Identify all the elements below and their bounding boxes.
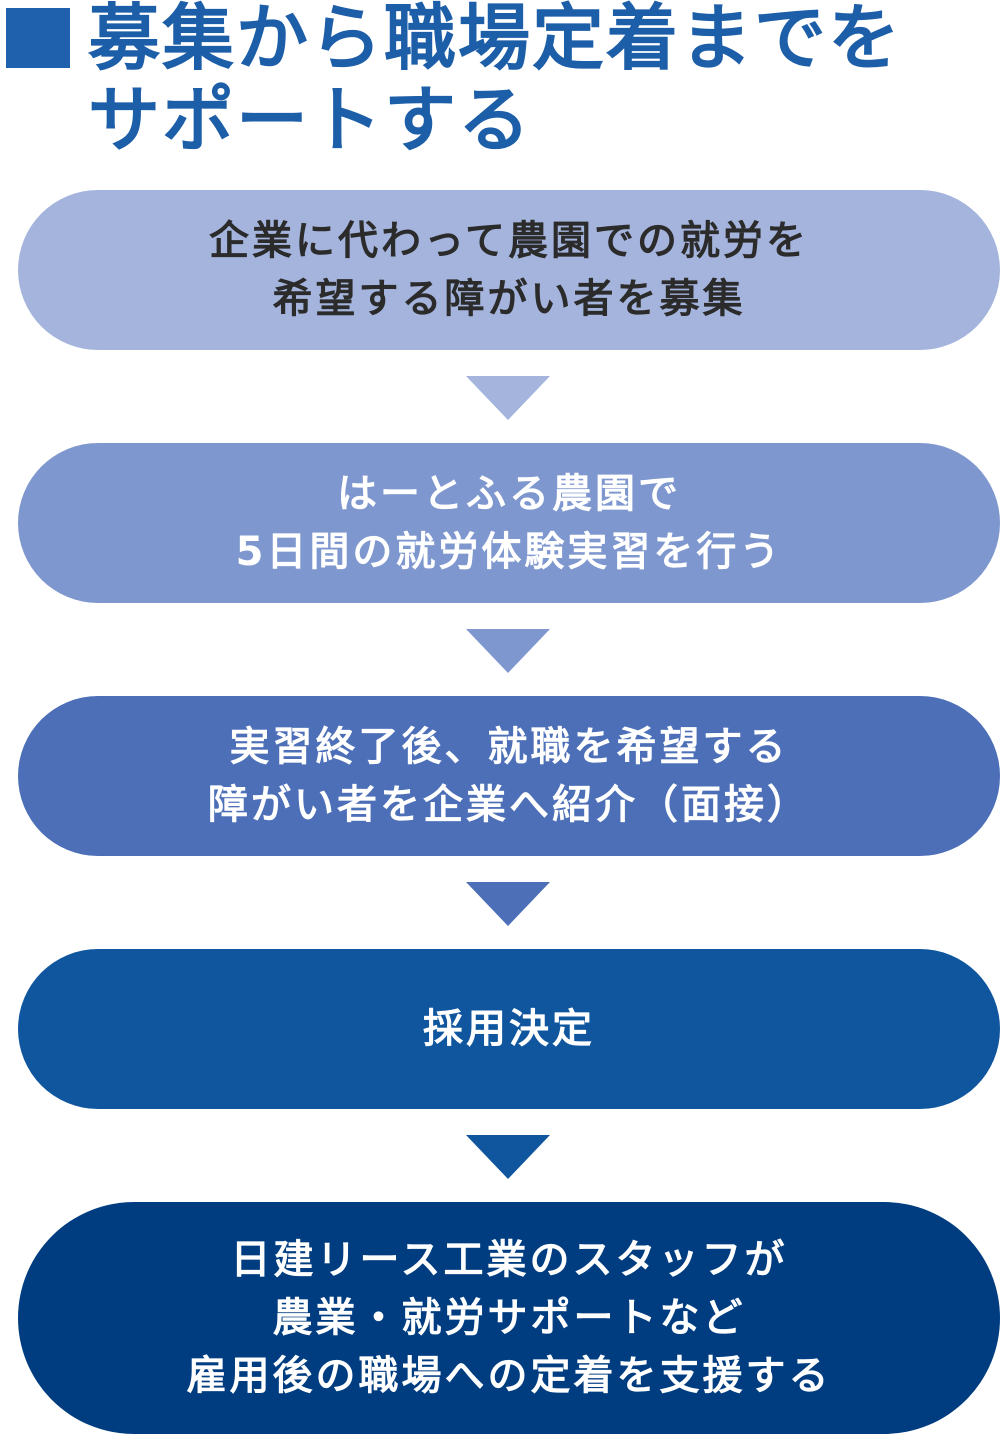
step-3-line-1: 実習終了後、就職を希望する [229,724,789,770]
title-line-1: 募集から職場定着までを [88,0,903,80]
step-2-line-1: はーとふる農園で [337,471,681,517]
down-triangle-icon [466,629,550,673]
step-3-line-2: 障がい者を企業へ紹介（面接） [208,782,810,828]
step-1-line-2: 希望する障がい者を募集 [272,276,746,322]
down-triangle-icon [466,882,550,926]
flow-step-3-introduction: 実習終了後、就職を希望する 障がい者を企業へ紹介（面接） [18,696,1000,856]
step-1-line-1: 企業に代わって農園での就労を [209,218,809,264]
flow-step-5-retention-support: 日建リース工業のスタッフが 農業・就労サポートなど 雇用後の職場への定着を支援す… [18,1202,1000,1434]
step-5-line-2: 農業・就労サポートなど [272,1295,746,1341]
flow-step-4-hiring-decision: 採用決定 [18,949,1000,1109]
step-5-line-3: 雇用後の職場への定着を支援する [186,1353,832,1399]
down-triangle-icon [466,1135,550,1179]
step-5-line-1: 日建リース工業のスタッフが [230,1237,788,1283]
step-4-line-1: 採用決定 [423,1006,595,1052]
flow-step-2-internship: はーとふる農園で 5日間の就労体験実習を行う [18,443,1000,603]
step-2-line-2: 5日間の就労体験実習を行う [235,529,783,575]
down-triangle-icon [466,376,550,420]
section-title: 募集から職場定着までを サポートする [0,0,1000,170]
square-bullet-icon [6,8,70,68]
title-line-2: サポートする [88,78,533,162]
flow-step-1-recruit: 企業に代わって農園での就労を 希望する障がい者を募集 [18,190,1000,350]
